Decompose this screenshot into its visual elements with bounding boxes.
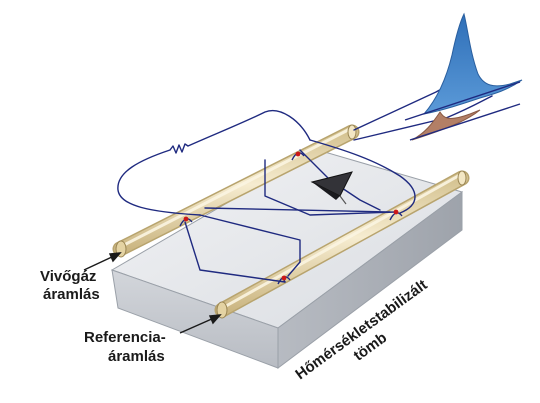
block-side-face: [277, 191, 463, 369]
thermostat-block: [110, 149, 464, 369]
label-carrier-line1: Vivőgáz: [40, 268, 96, 285]
pointer-arrows: [83, 252, 222, 334]
reference-gas-tube: [214, 170, 470, 319]
label-reference-line2: áramlás: [108, 348, 165, 365]
peak-small: [411, 109, 481, 141]
detector-signal: [404, 12, 523, 141]
sensor-filaments: [179, 151, 403, 285]
meter-needle-icon: [310, 171, 353, 205]
sensor-carrier-rear: [295, 151, 301, 157]
reference-tube-inlet: [216, 301, 228, 319]
sensor-reference-rear: [393, 209, 399, 215]
peak-large: [422, 12, 523, 115]
sensor-carrier-front: [183, 216, 189, 222]
label-reference-line1: Referencia-: [84, 329, 166, 346]
label-carrier-line2: áramlás: [43, 286, 100, 303]
resistor-icon: [169, 143, 189, 154]
sensor-reference-front: [281, 275, 287, 281]
carrier-gas-tube: [112, 124, 360, 258]
